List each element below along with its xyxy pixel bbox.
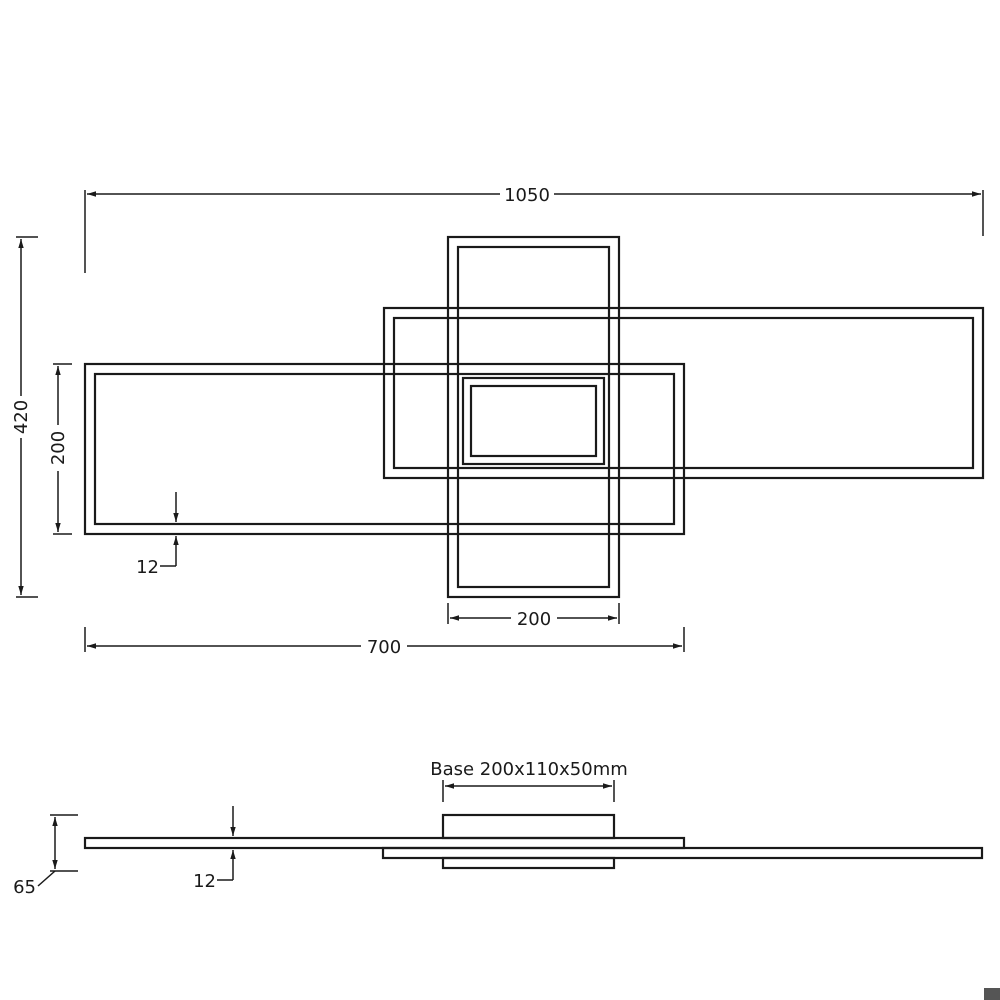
dim-label-1050: 1050 [504, 185, 550, 206]
dim-overall-width: 1050 [84, 182, 984, 273]
dim-label-200-vertical: 200 [48, 431, 69, 465]
dim-label-12-top: 12 [136, 557, 159, 578]
dim-base: Base 200x110x50mm [430, 759, 628, 802]
dim-overall-height: 420 [9, 236, 38, 598]
dim-center-width: 200 [447, 603, 620, 630]
center-frame-outer [446, 235, 621, 599]
top-view [83, 235, 985, 599]
side-base-top [441, 813, 616, 840]
dim-frame-length: 700 [84, 627, 685, 658]
base-plate-outer [461, 376, 606, 466]
dim-label-200-horizontal: 200 [517, 609, 551, 630]
center-frame-inner [456, 245, 611, 589]
side-panel-lower [381, 846, 984, 860]
right-frame-outer [382, 306, 985, 480]
dim-label-700: 700 [367, 637, 401, 658]
dim-side-height: 65 [13, 814, 78, 898]
side-base-bottom [441, 856, 616, 870]
dim-frame-thickness: 12 [136, 492, 179, 578]
base-label: Base 200x110x50mm [430, 759, 628, 780]
corner-mark [984, 988, 1000, 1000]
dim-label-420: 420 [11, 400, 32, 434]
dim-frame-height: 200 [46, 363, 72, 535]
dim-label-12-side: 12 [193, 871, 216, 892]
side-view [83, 813, 984, 870]
dim-label-65: 65 [13, 877, 36, 898]
base-plate-inner [469, 384, 598, 458]
right-frame-inner [392, 316, 975, 470]
dim-side-thickness: 12 [193, 806, 236, 892]
side-panel-upper [83, 836, 686, 850]
